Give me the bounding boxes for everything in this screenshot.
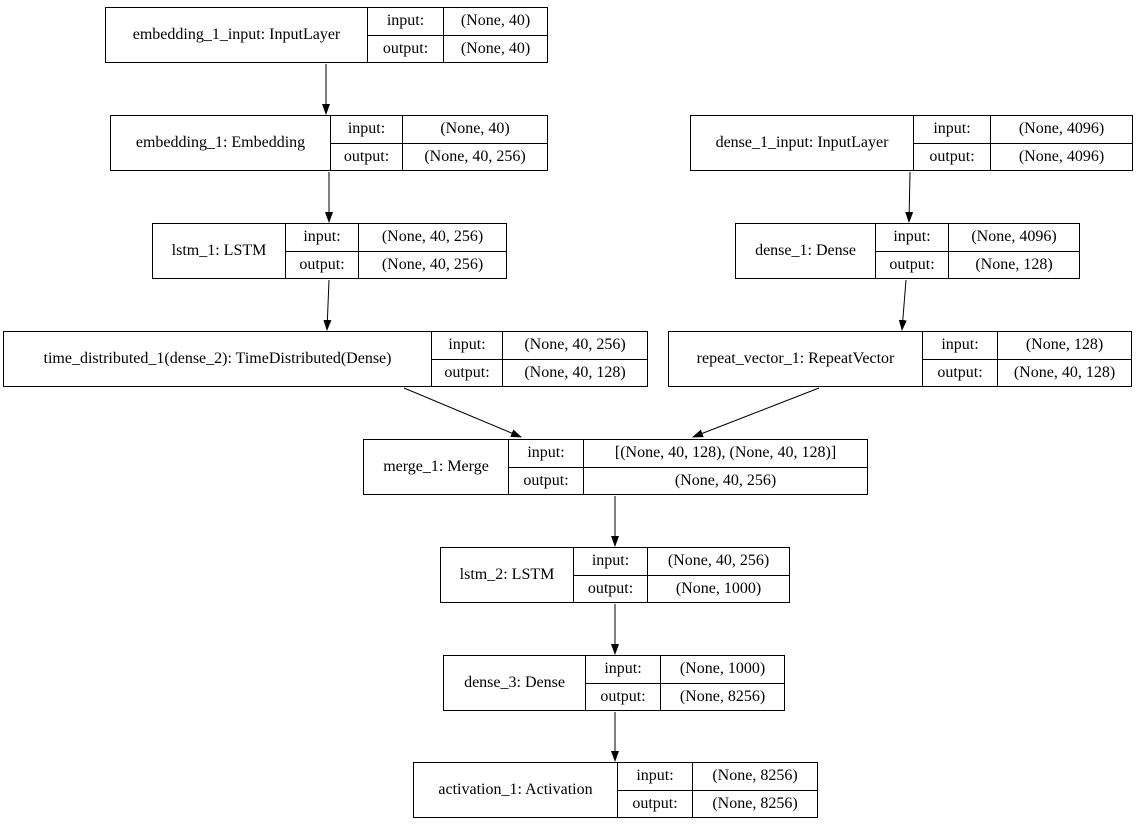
input-key: input: — [432, 332, 503, 359]
layer-node-embedding-1-input: embedding_1_input: InputLayer input: (No… — [105, 7, 548, 63]
layer-label: dense_1: Dense — [736, 224, 876, 278]
layer-label: merge_1: Merge — [364, 440, 509, 494]
layer-node-embedding-1: embedding_1: Embedding input: (None, 40)… — [110, 115, 548, 171]
input-shape: (None, 4096) — [1018, 120, 1105, 138]
input-shape: [(None, 40, 128), (None, 40, 128)] — [614, 444, 837, 462]
layer-label: embedding_1_input: InputLayer — [106, 8, 368, 62]
input-shape: (None, 1000) — [679, 660, 766, 678]
layer-label: repeat_vector_1: RepeatVector — [669, 332, 923, 386]
layer-node-time-distributed-1: time_distributed_1(dense_2): TimeDistrib… — [3, 331, 648, 387]
layer-label: activation_1: Activation — [414, 763, 618, 817]
output-key: output: — [509, 467, 584, 494]
input-shape: (None, 40, 256) — [381, 228, 484, 246]
layer-node-repeat-vector-1: repeat_vector_1: RepeatVector input: (No… — [668, 331, 1132, 387]
edge-dense-1-input-to-dense-1 — [905, 171, 914, 223]
input-shape: (None, 4096) — [971, 228, 1057, 246]
input-key: input: — [923, 332, 998, 359]
layer-label: lstm_1: LSTM — [153, 224, 286, 278]
output-key: output: — [876, 251, 949, 278]
output-shape: (None, 40) — [460, 39, 531, 57]
edge-lstm-1-to-time-distributed-1 — [323, 279, 332, 331]
layer-node-lstm-1: lstm_1: LSTM input: (None, 40, 256) outp… — [152, 223, 507, 279]
layer-label: dense_3: Dense — [444, 656, 586, 710]
input-key: input: — [876, 224, 949, 251]
input-key: input: — [586, 656, 661, 683]
output-key: output: — [618, 790, 693, 817]
output-key: output: — [574, 575, 648, 602]
layer-node-lstm-2: lstm_2: LSTM input: (None, 40, 256) outp… — [440, 547, 790, 603]
layer-label: lstm_2: LSTM — [441, 548, 574, 602]
output-key: output: — [286, 251, 359, 278]
input-key: input: — [286, 224, 359, 251]
output-shape: (None, 40, 256) — [424, 147, 526, 165]
output-key: output: — [432, 359, 503, 386]
output-shape: (None, 40, 128) — [524, 363, 626, 381]
output-shape: (None, 4096) — [1018, 147, 1105, 165]
output-key: output: — [368, 35, 444, 62]
output-shape: (None, 40, 256) — [674, 471, 777, 489]
input-shape: (None, 40, 256) — [667, 552, 770, 570]
input-key: input: — [509, 440, 584, 467]
layer-node-dense-1: dense_1: Dense input: (None, 4096) outpu… — [735, 223, 1080, 279]
input-key: input: — [914, 116, 991, 143]
layer-label: embedding_1: Embedding — [111, 116, 331, 170]
input-key: input: — [331, 116, 403, 143]
output-shape: (None, 8256) — [679, 687, 766, 705]
output-shape: (None, 1000) — [675, 579, 762, 597]
input-shape: (None, 40) — [460, 12, 531, 30]
input-shape: (None, 40, 256) — [524, 336, 626, 354]
input-shape: (None, 8256) — [712, 767, 798, 785]
layer-node-dense-3: dense_3: Dense input: (None, 1000) outpu… — [443, 655, 785, 711]
input-key: input: — [368, 8, 444, 35]
input-shape: (None, 128) — [1025, 336, 1104, 354]
edge-repeat-vector-1-to-merge-1 — [692, 387, 820, 438]
output-shape: (None, 128) — [975, 255, 1053, 273]
edge-time-distributed-1-to-merge-1 — [403, 387, 522, 438]
layer-label: dense_1_input: InputLayer — [691, 116, 914, 170]
output-key: output: — [914, 143, 991, 170]
layer-node-activation-1: activation_1: Activation input: (None, 8… — [413, 762, 818, 818]
output-shape: (None, 40, 256) — [381, 255, 484, 273]
input-shape: (None, 40) — [440, 120, 510, 138]
edge-dense-1-to-repeat-vector-1 — [898, 279, 907, 331]
input-key: input: — [618, 763, 693, 790]
input-key: input: — [574, 548, 648, 575]
output-key: output: — [586, 683, 661, 710]
layer-node-dense-1-input: dense_1_input: InputLayer input: (None, … — [690, 115, 1133, 171]
output-key: output: — [923, 359, 998, 386]
output-shape: (None, 8256) — [712, 794, 798, 812]
output-key: output: — [331, 143, 403, 170]
layer-node-merge-1: merge_1: Merge input: [(None, 40, 128), … — [363, 439, 868, 495]
output-shape: (None, 40, 128) — [1013, 363, 1116, 381]
layer-label: time_distributed_1(dense_2): TimeDistrib… — [4, 332, 432, 386]
